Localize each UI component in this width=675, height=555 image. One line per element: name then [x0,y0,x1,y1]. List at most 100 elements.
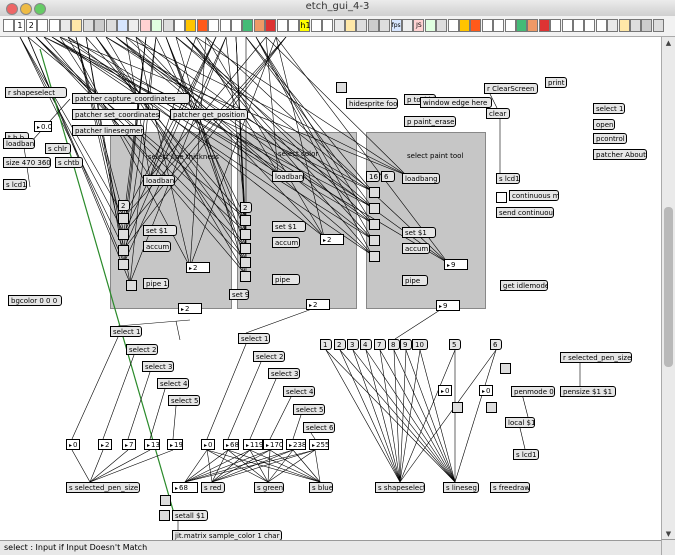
close-icon[interactable] [6,3,18,15]
number-box[interactable]: 9 [436,300,460,311]
palette-float-icon[interactable] [322,19,334,32]
palette-toggle-icon[interactable] [60,19,71,32]
palette-float-icon[interactable] [595,19,607,32]
message-box[interactable]: set $1 [143,225,177,236]
scroll-up-icon[interactable]: ▲ [665,39,672,47]
number-box[interactable]: 2 [178,303,202,314]
number-box[interactable]: 19 [167,439,183,450]
palette-toggle-icon[interactable] [333,19,345,32]
bang-button[interactable] [240,271,251,282]
bang-button[interactable] [240,215,251,226]
message-box[interactable]: loadbang [3,138,35,149]
bang-button[interactable] [118,245,129,256]
patcher-canvas[interactable]: select line thickness select color selec… [0,37,662,540]
message-box[interactable]: s lineseg [443,482,479,493]
bang-button[interactable] [118,229,129,240]
palette-swatch-icon[interactable] [516,19,527,32]
message-box[interactable]: pensize $1 $1 [560,386,616,397]
message-box[interactable]: accum [272,237,300,248]
palette-object-icon[interactable] [550,19,562,32]
palette-bang-icon[interactable] [345,19,356,32]
palette-pict-icon[interactable] [231,19,242,32]
number-box[interactable]: 0 [479,385,493,396]
message-box[interactable]: s green [254,482,284,493]
number-box[interactable]: 68 [172,482,198,493]
message-box[interactable]: select 4 [157,378,189,389]
palette-object-icon[interactable] [276,19,288,32]
palette-meter-icon[interactable] [151,19,163,32]
palette-comment-icon[interactable]: 2 [25,19,37,32]
palette-bang-icon[interactable] [71,19,83,32]
message-box[interactable]: loadbang [272,171,304,182]
palette-slider-icon[interactable] [356,19,368,32]
palette-button-icon[interactable] [117,19,128,32]
message-box[interactable]: accum [143,241,171,252]
palette-button-icon[interactable]: fps [390,19,402,32]
scroll-thumb[interactable] [664,207,673,367]
message-box[interactable]: 16 [366,171,380,182]
number-box[interactable]: 2 [98,439,112,450]
palette-scope-icon[interactable] [436,19,448,32]
palette-comment-icon[interactable] [573,19,584,32]
message-box[interactable]: 2 [118,200,130,211]
message-box[interactable]: loadbang [402,173,440,184]
message-box[interactable]: 8 [388,339,400,350]
number-box[interactable]: 68 [223,439,239,450]
number-box[interactable]: 13 [144,439,160,450]
message-box[interactable]: patcher linesegment [72,125,144,136]
bang-button[interactable] [336,82,347,93]
message-box[interactable]: penmode 0 [511,386,555,397]
palette-lcd-icon[interactable] [139,19,151,32]
number-box[interactable]: 119 [243,439,263,450]
bang-button[interactable] [240,257,251,268]
number-box[interactable]: 0 [438,385,452,396]
number-box[interactable]: 238 [286,439,306,450]
palette-led-icon[interactable] [459,19,470,32]
message-box[interactable]: size 470 360 [3,157,51,168]
palette-fps-icon[interactable] [481,19,493,32]
message-box[interactable]: select 5 [293,404,325,415]
message-box[interactable]: select 5 [168,395,200,406]
message-box[interactable]: pcontrol [593,133,627,144]
message-box[interactable]: hidesprite foo [346,98,398,109]
message-box[interactable]: s selected_pen_size [66,482,140,493]
message-box[interactable]: 2 [334,339,346,350]
bang-button[interactable] [500,363,511,374]
message-box[interactable]: setall $1 [172,510,208,521]
number-box[interactable]: 2 [306,299,330,310]
message-box[interactable]: local $1 [505,417,535,428]
zoom-icon[interactable] [34,3,46,15]
message-box[interactable]: clear [486,108,510,119]
message-box[interactable]: set $1 [272,221,306,232]
bang-button[interactable] [369,203,380,214]
message-box[interactable]: 2 [240,202,252,213]
palette-menu-icon[interactable] [652,19,664,32]
palette-led-icon[interactable] [185,19,197,32]
message-box[interactable]: set 9 [229,289,249,300]
message-box[interactable]: r ClearScreen [484,83,538,94]
palette-multi-icon[interactable] [527,19,539,32]
message-box[interactable]: s shapeselect [375,482,425,493]
message-box[interactable]: select 1 [238,333,270,344]
message-box[interactable]: patcher get_position [170,109,248,120]
message-box[interactable]: s chtb [55,157,83,168]
number-box[interactable]: 170 [263,439,283,450]
bang-button[interactable] [452,402,463,413]
bang-button[interactable] [369,219,380,230]
bang-button[interactable] [240,229,251,240]
palette-panel-icon[interactable] [128,19,140,32]
message-box[interactable]: patcher About [593,149,647,160]
message-box[interactable]: loadbang [143,175,175,186]
number-box[interactable]: 9 [444,259,468,270]
message-box[interactable]: p paint_erase [404,116,456,127]
number-box[interactable]: 2 [186,262,210,273]
bang-button[interactable] [160,495,171,506]
minimize-icon[interactable] [20,3,32,15]
message-box[interactable]: get idlemode [500,280,548,291]
message-box[interactable]: s freedraw [490,482,530,493]
palette-menu-icon[interactable] [379,19,391,32]
message-box[interactable]: patcher capture_coordinates [72,93,190,104]
message-box[interactable]: select 2 [126,344,158,355]
message-box[interactable]: 6 [490,339,502,350]
palette-dial-icon[interactable] [94,19,106,32]
